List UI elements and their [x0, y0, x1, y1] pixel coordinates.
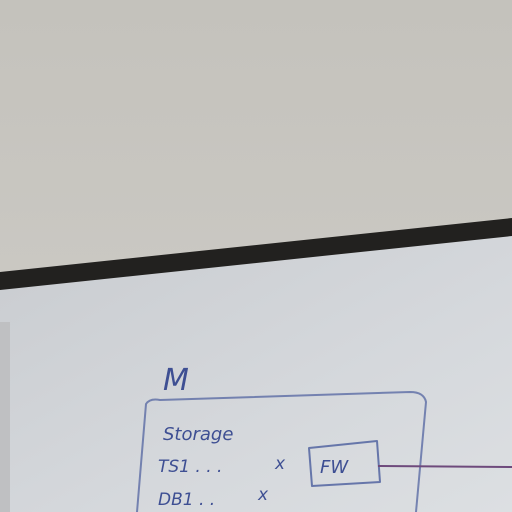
fw-box-label: FW [320, 457, 349, 478]
whiteboard-surface [0, 236, 512, 512]
storage-box-outline [136, 390, 428, 512]
heading-text: M [163, 363, 189, 398]
row-mark-db1: x [257, 485, 269, 505]
row-mark-ts1: x [274, 454, 286, 474]
fw-box-outline [308, 440, 381, 487]
whiteboard-frame [0, 218, 512, 290]
board-left-edge [0, 322, 10, 512]
connector-line [377, 465, 512, 468]
row-label-db1: DB1 . . [158, 490, 215, 510]
box-title-text: Storage [163, 424, 233, 445]
row-label-ts1: TS1 . . . [158, 457, 222, 477]
